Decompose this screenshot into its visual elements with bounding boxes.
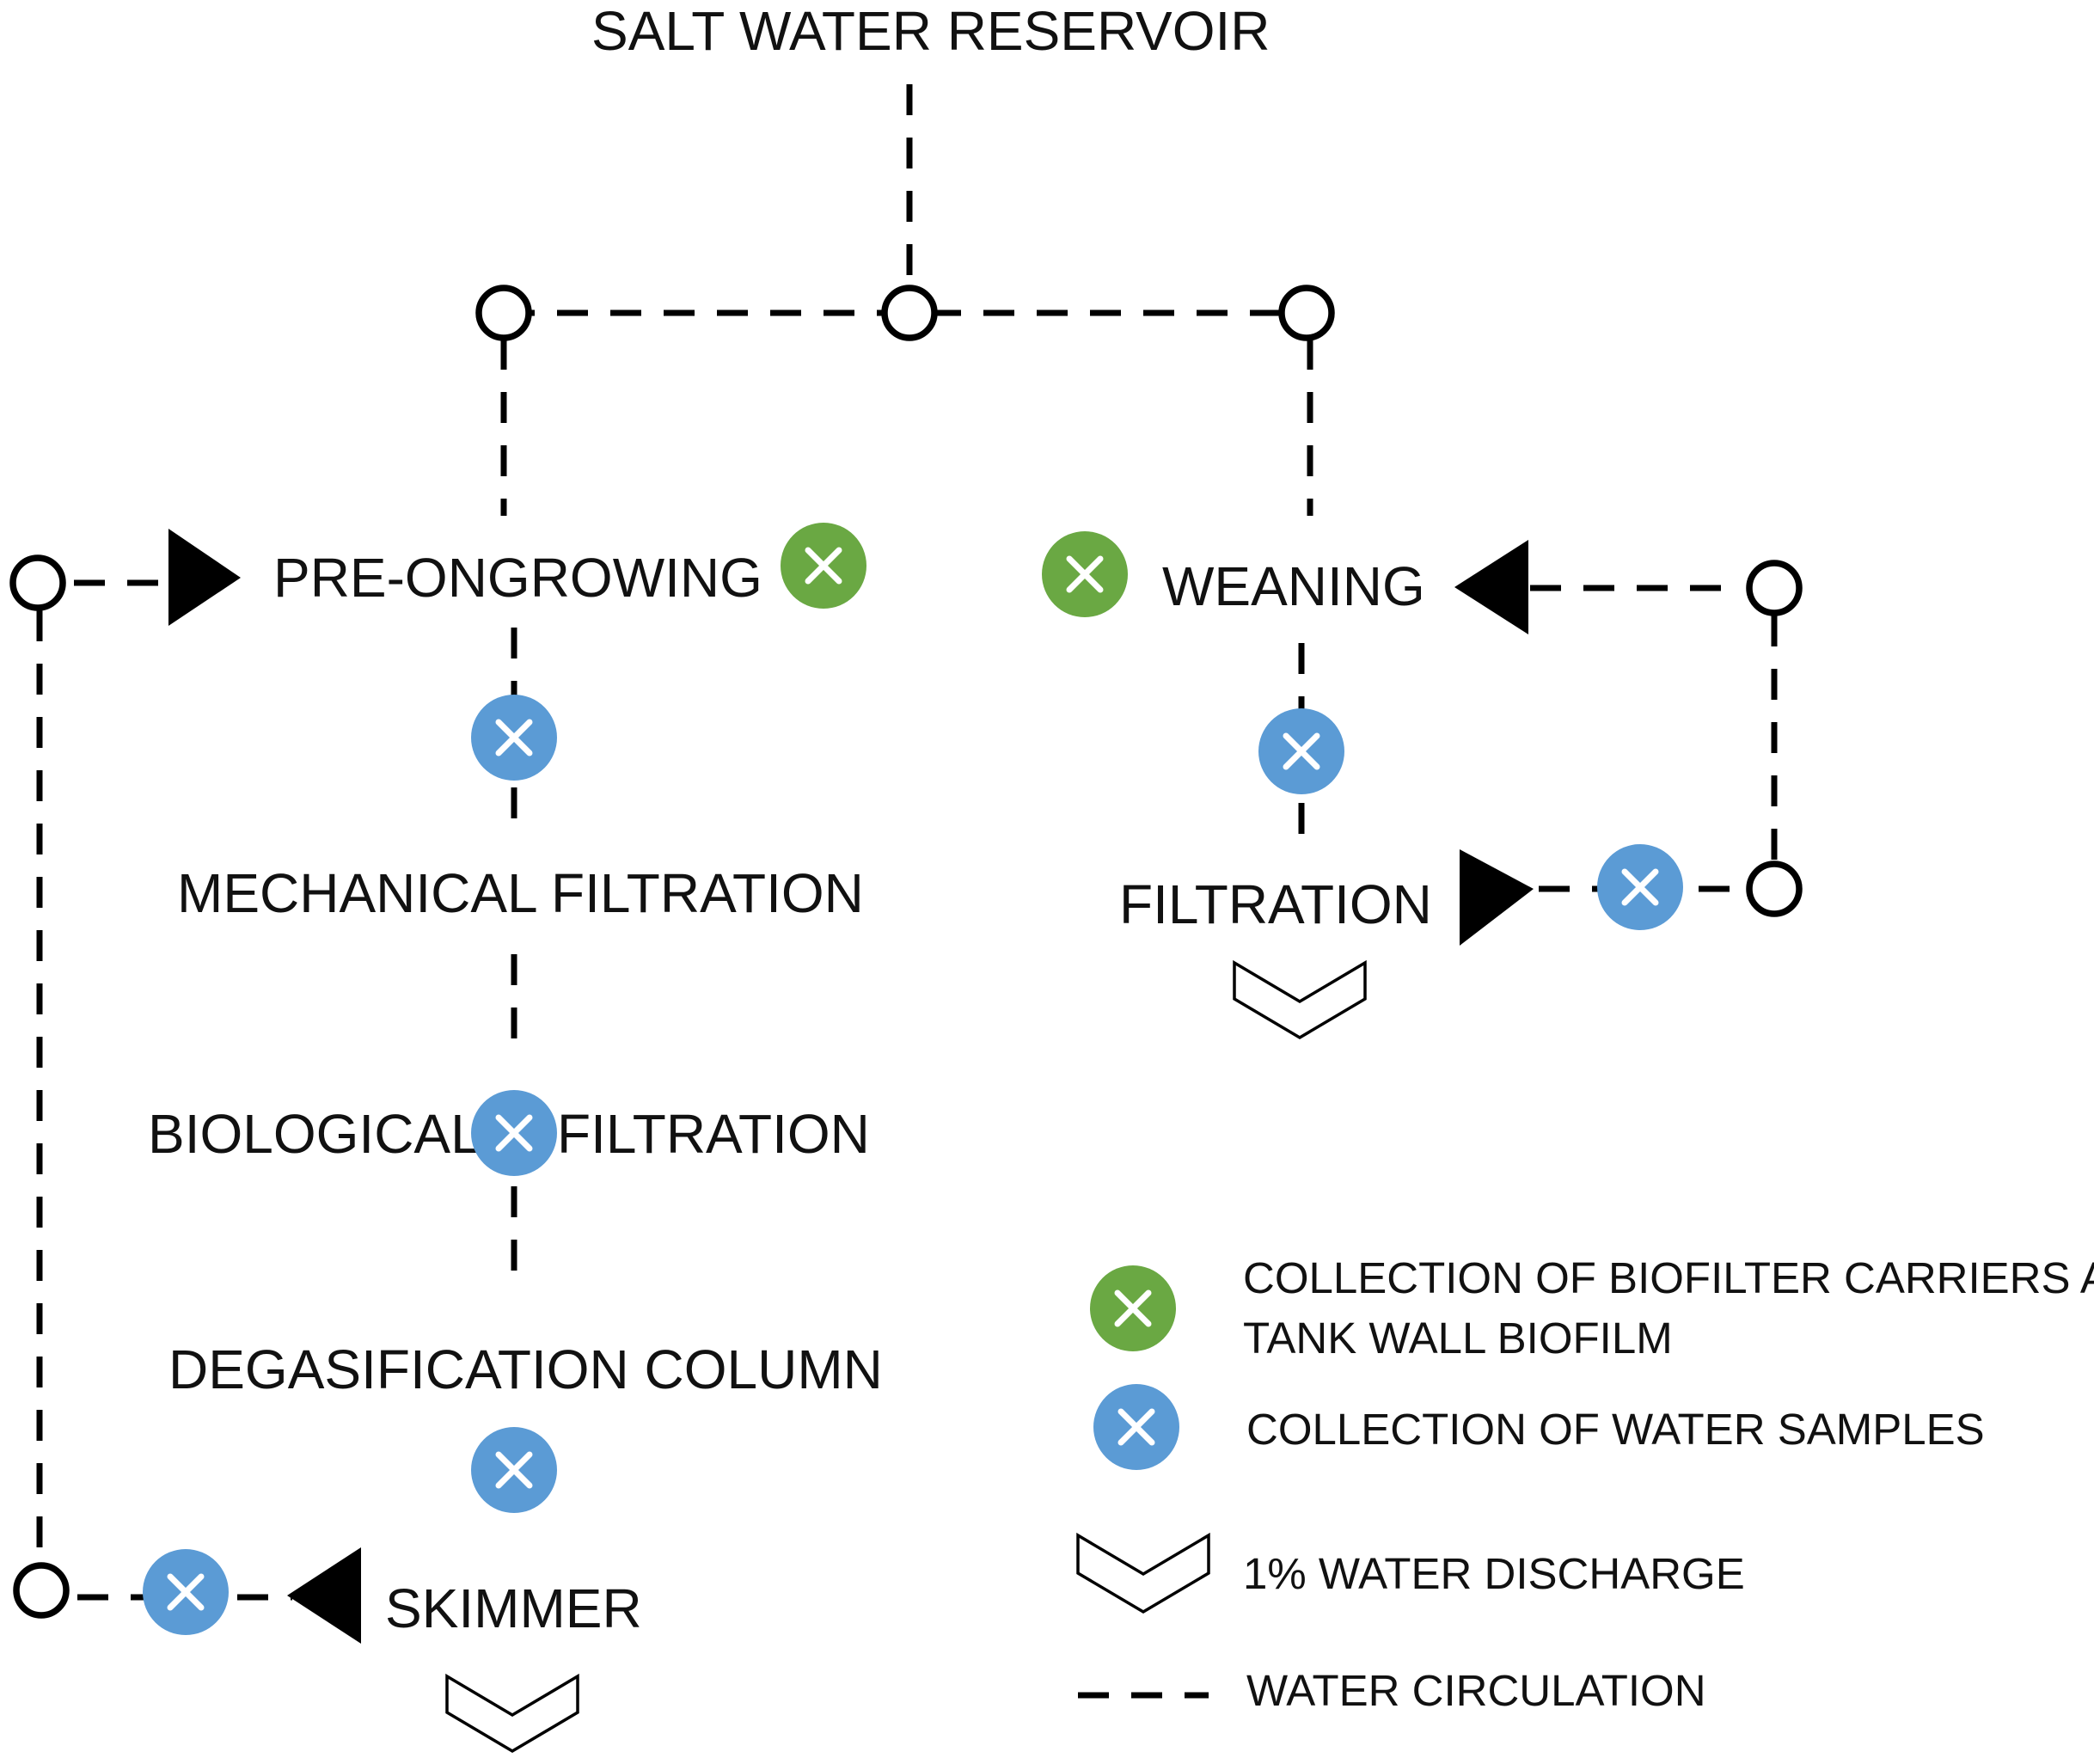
x-circle-icon bbox=[471, 1427, 557, 1513]
arrow-into-preongrowing bbox=[168, 529, 241, 626]
arrow-into-weaning bbox=[1454, 540, 1528, 634]
legend-biofilm-line2: TANK WALL BIOFILM bbox=[1243, 1314, 1673, 1363]
x-circle-icon bbox=[1258, 708, 1344, 794]
legend-item-water-samples: COLLECTION OF WATER SAMPLES bbox=[1093, 1384, 1985, 1470]
legend-discharge: 1% WATER DISCHARGE bbox=[1243, 1549, 1745, 1598]
flow-arrows bbox=[168, 529, 1534, 1644]
label-salt-water-reservoir: SALT WATER RESERVOIR bbox=[591, 0, 1270, 62]
legend: COLLECTION OF BIOFILTER CARRIERS AND TAN… bbox=[1076, 1253, 2094, 1715]
label-filtration: FILTRATION bbox=[1119, 873, 1432, 935]
junction-left-upper bbox=[9, 554, 66, 611]
legend-water-samples: COLLECTION OF WATER SAMPLES bbox=[1246, 1405, 1985, 1454]
chevron-down-icon bbox=[445, 1673, 579, 1754]
x-circle-icon bbox=[781, 523, 866, 609]
x-circle-icon bbox=[1093, 1384, 1179, 1470]
junction-top-right bbox=[1278, 285, 1335, 341]
junction-left-lower bbox=[13, 1562, 70, 1619]
junction-right-upper bbox=[1746, 560, 1803, 616]
junctions bbox=[9, 285, 1803, 1619]
junction-top-center bbox=[881, 285, 938, 341]
legend-item-circulation: WATER CIRCULATION bbox=[1078, 1666, 1706, 1715]
arrow-into-filtration bbox=[1460, 849, 1534, 946]
label-mechanical-filtration: MECHANICAL FILTRATION bbox=[177, 862, 864, 924]
label-weaning: WEANING bbox=[1162, 555, 1425, 617]
junction-top-left bbox=[475, 285, 532, 341]
process-labels: SALT WATER RESERVOIR PRE-ONGROWING WEANI… bbox=[148, 0, 1432, 1639]
label-biological: BIOLOGICAL bbox=[148, 1103, 481, 1165]
chevron-down-icon bbox=[1076, 1532, 1210, 1614]
x-circle-icon bbox=[1090, 1265, 1176, 1351]
label-skimmer: SKIMMER bbox=[385, 1577, 642, 1639]
legend-biofilm-line1: COLLECTION OF BIOFILTER CARRIERS AND bbox=[1243, 1253, 2094, 1302]
label-pre-ongrowing: PRE-ONGROWING bbox=[273, 547, 762, 609]
x-circle-icon bbox=[471, 695, 557, 781]
x-circle-icon bbox=[143, 1549, 229, 1635]
x-circle-icon bbox=[1042, 531, 1128, 617]
junction-right-lower bbox=[1746, 861, 1803, 917]
chevron-down-icon bbox=[1233, 959, 1367, 1040]
legend-item-discharge: 1% WATER DISCHARGE bbox=[1076, 1532, 1745, 1614]
x-circle-icon bbox=[1597, 844, 1683, 930]
legend-item-biofilm: COLLECTION OF BIOFILTER CARRIERS AND TAN… bbox=[1090, 1253, 2094, 1363]
label-biological-filtration: FILTRATION bbox=[557, 1103, 870, 1165]
x-circle-icon bbox=[471, 1090, 557, 1176]
discharge-markers bbox=[445, 959, 1367, 1754]
sampling-markers bbox=[143, 523, 1683, 1635]
label-degasification-column: DEGASIFICATION COLUMN bbox=[168, 1338, 883, 1400]
legend-circulation: WATER CIRCULATION bbox=[1246, 1666, 1706, 1715]
arrow-from-skimmer bbox=[287, 1547, 361, 1644]
